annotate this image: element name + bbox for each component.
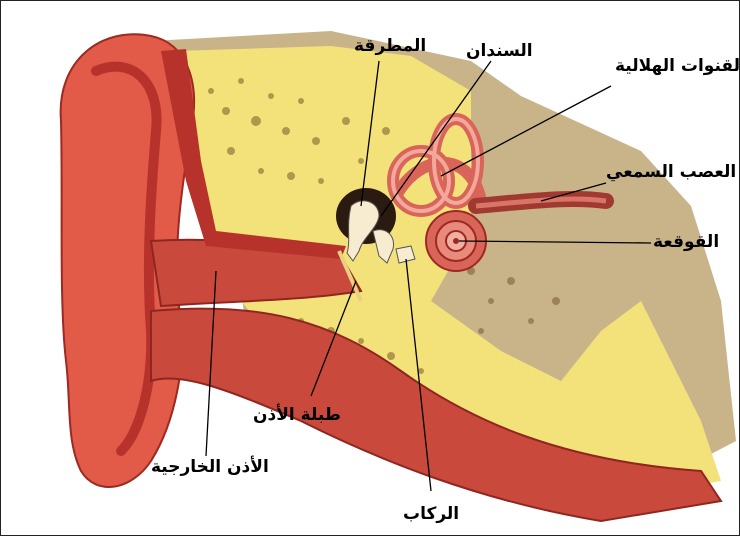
label-stirrup: الركاب [403, 506, 459, 523]
label-auditory-nerve: العصب السمعي [606, 164, 736, 181]
label-anvil: السندان [466, 43, 533, 60]
label-outer-ear: الأذن الخارجية [151, 459, 269, 476]
label-eardrum: طبلة الأذن [253, 407, 341, 424]
label-semicircular-canals: لقنوات الهلالية [615, 58, 740, 75]
label-hammer: المطرقة [354, 38, 426, 55]
label-cochlea: القوقعة [653, 234, 719, 251]
